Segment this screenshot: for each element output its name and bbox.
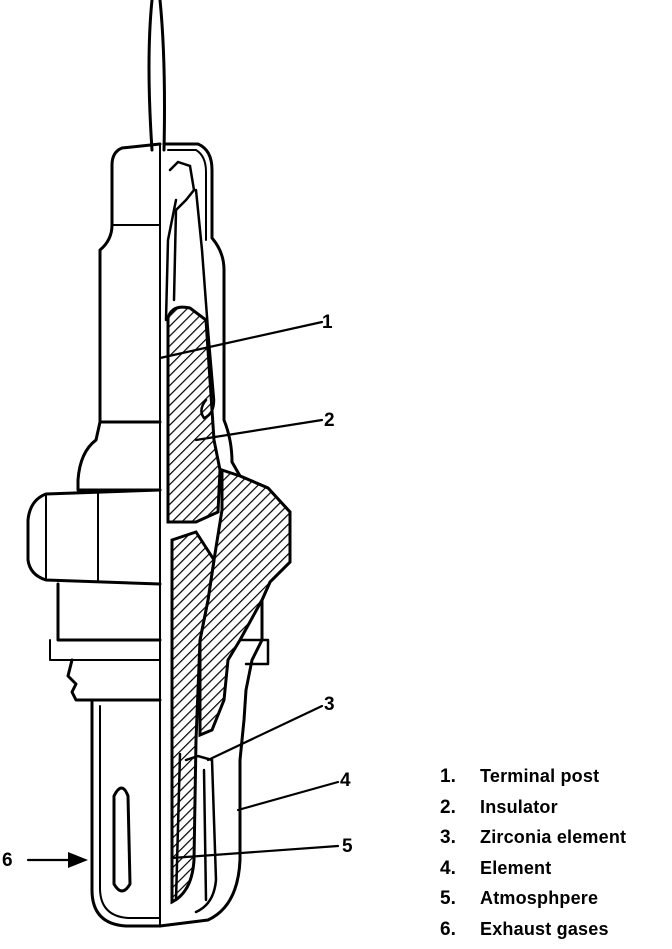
callout-1: 1 xyxy=(322,312,333,333)
legend-number: 3. xyxy=(440,827,480,849)
upper-collar xyxy=(78,422,160,490)
legend-number: 2. xyxy=(440,797,480,819)
legend-item: 5. Atmosphpere xyxy=(440,888,672,919)
legend-item: 2. Insulator xyxy=(440,797,672,828)
legend: 1. Terminal post 2. Insulator 3. Zirconi… xyxy=(440,766,672,949)
callout-4: 4 xyxy=(340,770,351,791)
legend-label: Insulator xyxy=(480,797,558,818)
leader-line-5 xyxy=(172,846,338,858)
legend-label: Atmosphpere xyxy=(480,888,598,909)
legend-label: Terminal post xyxy=(480,766,599,787)
legend-number: 4. xyxy=(440,858,480,880)
leader-line-4 xyxy=(238,782,338,810)
rubber-boot xyxy=(100,144,160,422)
shield-slot xyxy=(114,788,130,891)
leader-line-2 xyxy=(196,420,322,440)
legend-number: 6. xyxy=(440,919,480,941)
leader-line-3 xyxy=(208,706,322,760)
thread-section xyxy=(68,660,160,700)
legend-item: 3. Zirconia element xyxy=(440,827,672,858)
protection-tube xyxy=(92,700,160,926)
legend-item: 1. Terminal post xyxy=(440,766,672,797)
callout-2: 2 xyxy=(324,410,335,431)
callout-5: 5 xyxy=(342,836,353,857)
legend-item: 4. Element xyxy=(440,858,672,889)
legend-number: 1. xyxy=(440,766,480,788)
hex-nut xyxy=(28,490,160,584)
exhaust-arrow-head xyxy=(68,852,88,868)
lower-body xyxy=(58,584,160,640)
callout-6: 6 xyxy=(2,850,13,871)
lead-wire xyxy=(149,0,152,150)
legend-number: 5. xyxy=(440,888,480,910)
terminal-post xyxy=(170,162,194,300)
legend-label: Exhaust gases xyxy=(480,919,609,940)
legend-item: 6. Exhaust gases xyxy=(440,919,672,949)
lead-wire-inner xyxy=(160,0,165,150)
legend-label: Zirconia element xyxy=(480,827,626,848)
legend-label: Element xyxy=(480,858,551,879)
callout-3: 3 xyxy=(324,694,335,715)
insulator-hatched xyxy=(168,307,220,522)
